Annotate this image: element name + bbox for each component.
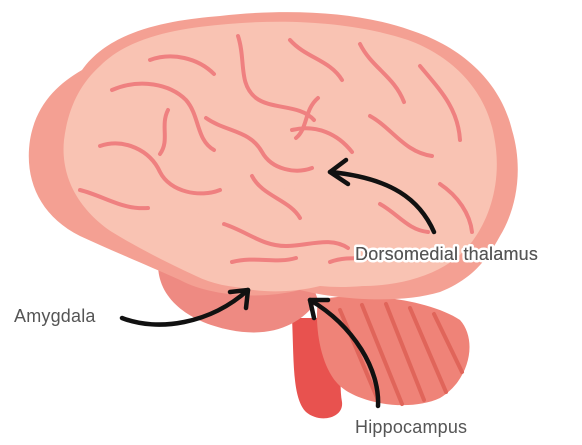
label-dorsomedial-thalamus-text: Dorsomedial thalamus <box>355 244 538 264</box>
label-hippocampus: Hippocampus <box>355 417 467 437</box>
label-amygdala: Amygdala <box>14 306 96 326</box>
